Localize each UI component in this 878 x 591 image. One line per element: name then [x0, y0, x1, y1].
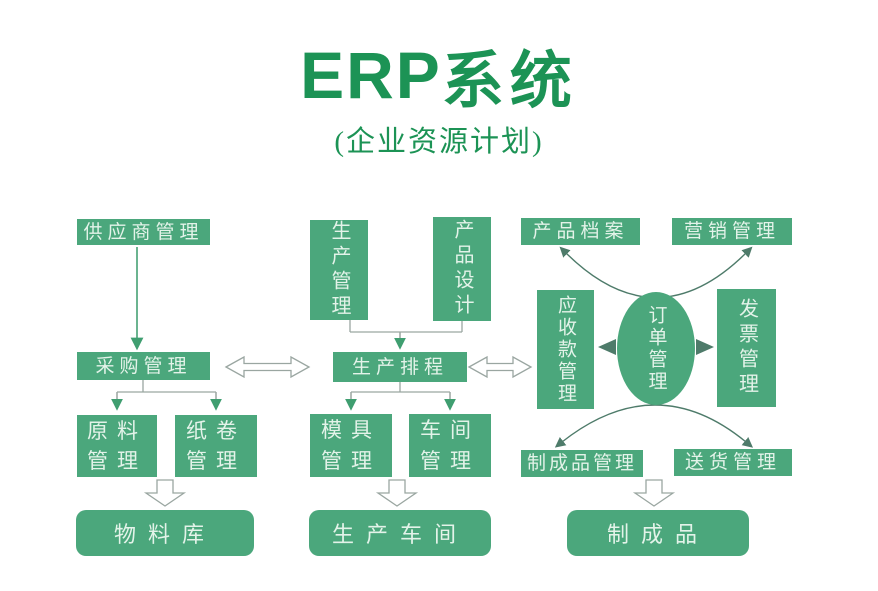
page-subtitle: (企业资源计划): [334, 126, 544, 158]
title-erp: ERP: [300, 38, 442, 112]
title-system: 系统: [441, 48, 578, 116]
block-arrow-to-production-workshop: [375, 479, 419, 507]
node-workshop-label: 车间管理: [420, 418, 480, 473]
node-product-design-label: 产品设计: [451, 219, 473, 319]
node-purchasing-management: 采购管理: [77, 352, 210, 380]
double-arrow-purchasing-scheduling: [224, 355, 311, 379]
node-material-warehouse: 物料库: [76, 510, 254, 556]
node-marketing-management: 营销管理: [672, 218, 792, 245]
node-raw-material-management: 原料管理: [77, 415, 157, 477]
node-finished-goods-management: 制成品管理: [521, 450, 643, 477]
node-finished-goods: 制成品: [567, 510, 749, 556]
node-delivery-management: 送货管理: [674, 449, 792, 476]
node-invoice-label: 发票管理: [735, 298, 758, 398]
node-product-archive: 产品档案: [521, 218, 640, 245]
node-receivables-label: 应收款管理: [555, 294, 576, 405]
node-mold-label: 模具管理: [321, 418, 381, 473]
block-arrow-to-finished-goods: [632, 479, 676, 507]
node-paper-roll-label: 纸卷管理: [186, 418, 246, 473]
arrow-order-to-invoice: [696, 339, 714, 355]
node-product-design: 产品设计: [433, 217, 491, 321]
node-production-scheduling: 生产排程: [333, 352, 467, 382]
node-order-management: 订单管理: [617, 292, 695, 405]
node-production-management: 生产管理: [310, 220, 368, 320]
node-workshop-management: 车间管理: [409, 414, 491, 477]
node-receivables-management: 应收款管理: [537, 290, 594, 409]
page-title: ERP系统: [0, 30, 878, 120]
node-order-label: 订单管理: [645, 304, 667, 393]
node-production-label: 生产管理: [328, 220, 350, 320]
connector-production-merge: [349, 320, 463, 333]
node-supplier-management: 供应商管理: [77, 219, 210, 245]
node-invoice-management: 发票管理: [717, 289, 776, 407]
double-arrow-scheduling-receivables: [467, 355, 533, 379]
connector-purchasing-branch: [117, 380, 216, 393]
node-raw-material-label: 原料管理: [87, 418, 147, 473]
node-mold-management: 模具管理: [310, 414, 392, 477]
connector-scheduling-branch: [351, 382, 450, 393]
node-production-workshop: 生产车间: [309, 510, 491, 556]
node-paper-roll-management: 纸卷管理: [175, 415, 257, 477]
arc-order-to-finished-goods-and-delivery: [554, 404, 754, 448]
arrow-order-to-receivables: [598, 339, 616, 355]
block-arrow-to-material-warehouse: [143, 479, 187, 507]
